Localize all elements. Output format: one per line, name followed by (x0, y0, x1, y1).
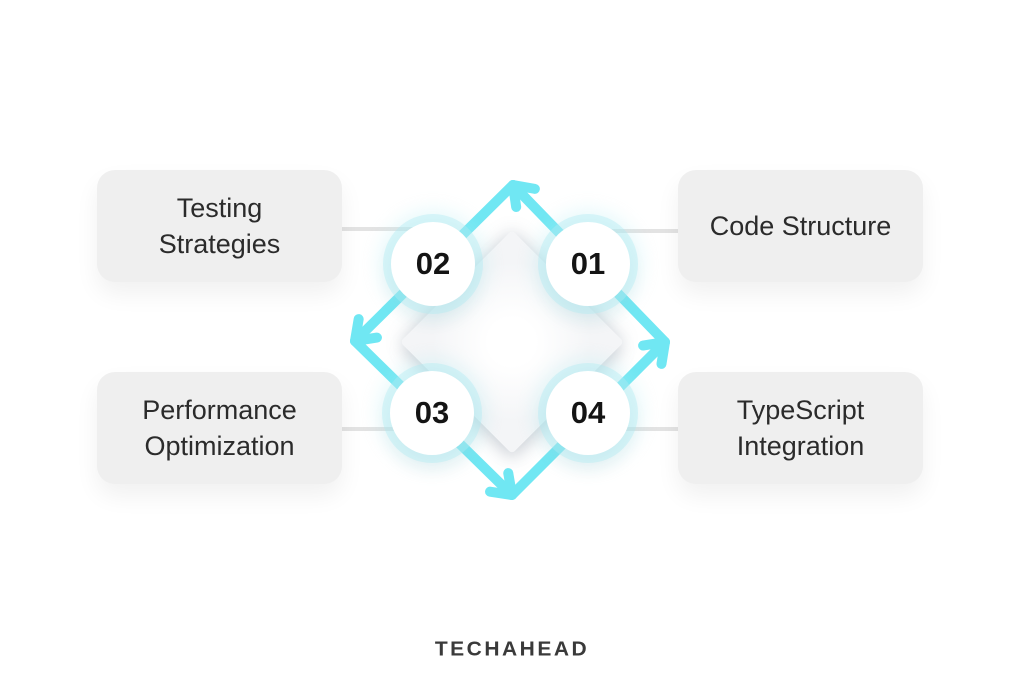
connector-line-testing-strategies (338, 227, 440, 231)
step-box-performance-optimization: Performance Optimization (97, 372, 342, 484)
step-circle-01: 01 (546, 222, 630, 306)
step-circle-03: 03 (390, 371, 474, 455)
step-box-label: Performance Optimization (142, 395, 297, 461)
step-number: 02 (415, 246, 451, 281)
step-number: 01 (570, 246, 606, 281)
techahead-logo: TECHAHEAD (0, 639, 1024, 662)
step-box-label: TypeScript Integration (736, 395, 865, 461)
techahead-logo-text: TECHAHEAD (434, 638, 590, 661)
step-number: 04 (570, 395, 606, 430)
step-box-label: Testing Strategies (158, 193, 281, 259)
step-box-code-structure: Code Structure (678, 170, 923, 282)
step-number: 03 (414, 395, 450, 430)
step-circle-02: 02 (391, 222, 475, 306)
step-circle-04: 04 (546, 371, 630, 455)
connector-line-code-structure (584, 229, 682, 233)
step-box-label: Code Structure (709, 211, 892, 241)
connector-line-typescript-integration (584, 427, 682, 431)
step-box-testing-strategies: Testing Strategies (97, 170, 342, 282)
step-box-typescript-integration: TypeScript Integration (678, 372, 923, 484)
connector-line-performance-optimization (338, 427, 440, 431)
